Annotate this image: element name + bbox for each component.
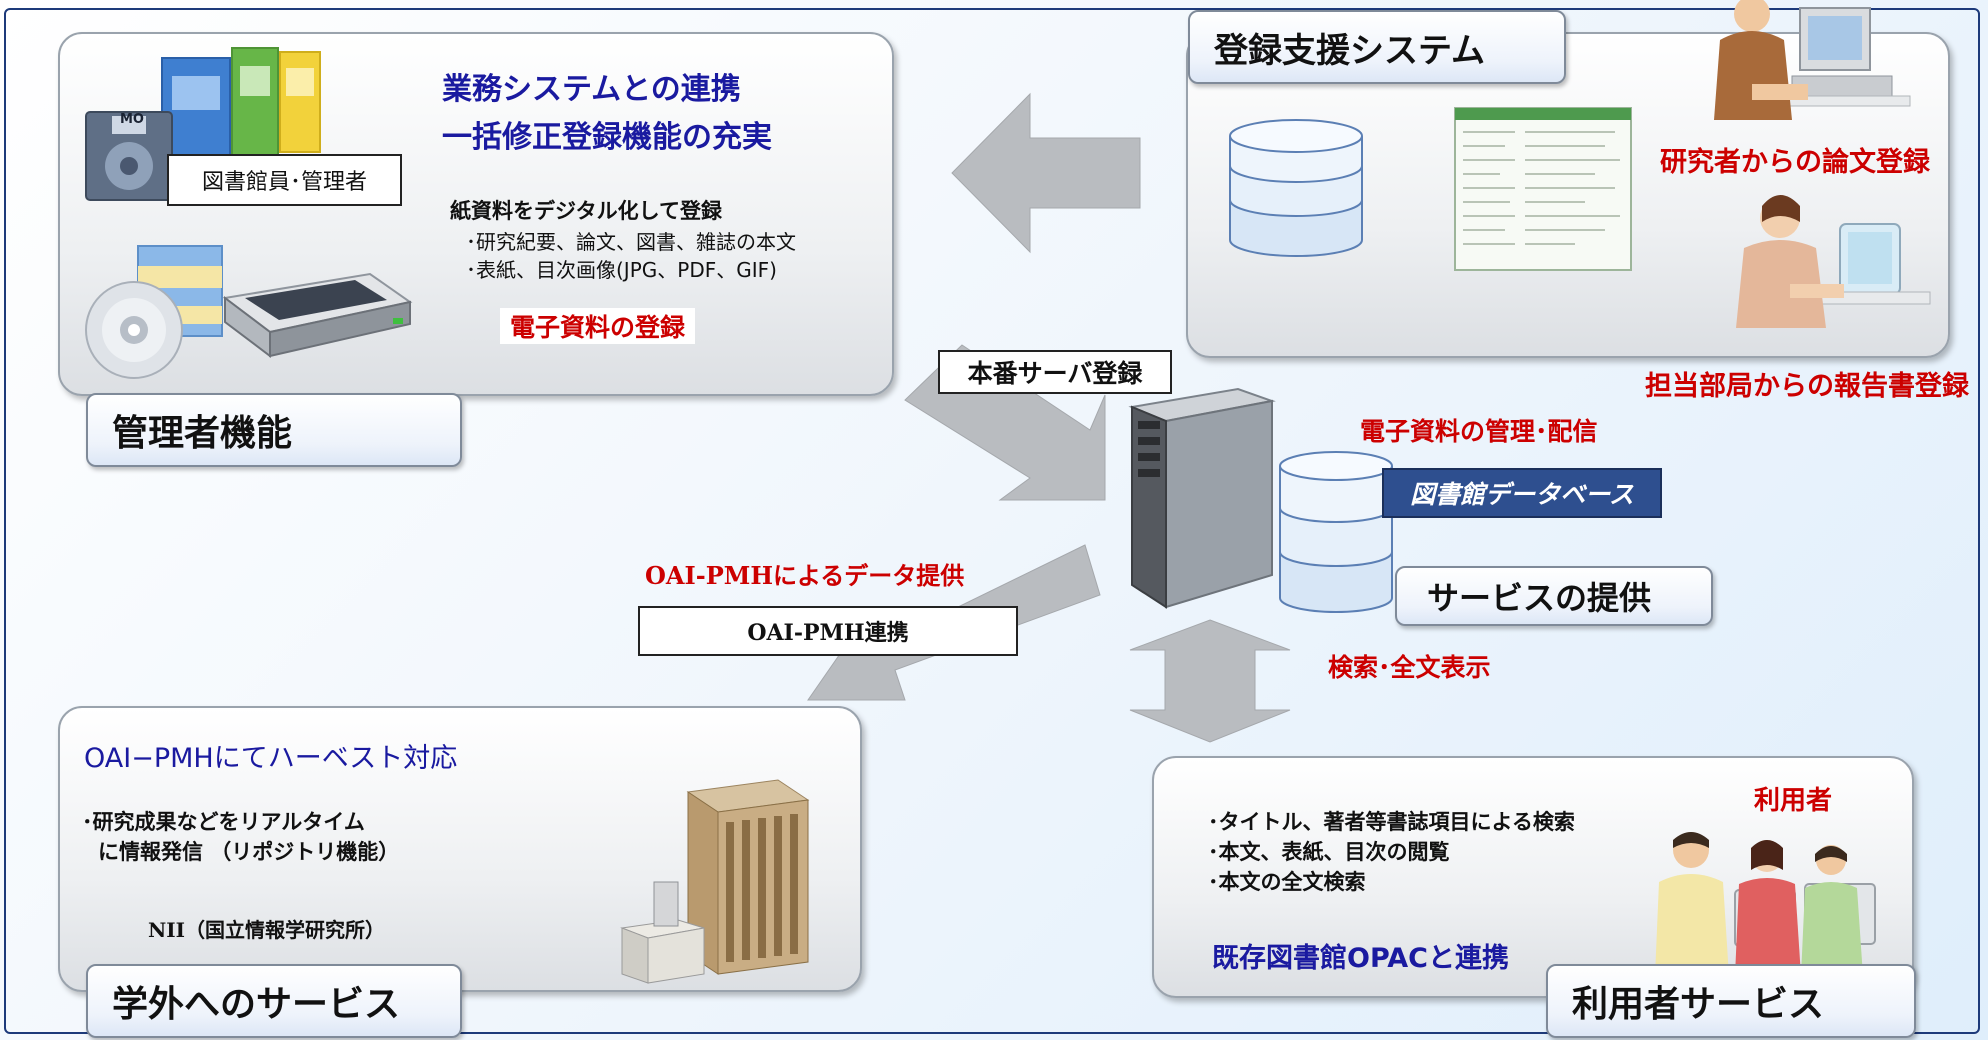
- user-bullet-2: ･本文、表紙、目次の閲覧: [1208, 840, 1450, 864]
- library-database-label: 図書館データベース: [1382, 468, 1662, 518]
- external-tab: 学外へのサービス: [86, 964, 462, 1038]
- service-tab: サービスの提供: [1395, 566, 1713, 626]
- staff-figure: [1736, 195, 1931, 328]
- user-caption: 利用者: [1754, 786, 1833, 816]
- external-bullet-2: に情報発信 （リポジトリ機能）: [98, 840, 400, 864]
- oai-data-caption: OAI-PMHによるデータ提供: [645, 561, 965, 590]
- registration-tab: 登録支援システム: [1188, 10, 1566, 84]
- register-label: 電子資料の登録: [500, 308, 696, 344]
- nii-label: NII（国立情報学研究所）: [148, 918, 385, 942]
- department-caption: 担当部局からの報告書登録: [1645, 371, 1969, 402]
- manage-caption: 電子資料の管理･配信: [1360, 417, 1598, 446]
- library-database-icon: [1279, 451, 1393, 613]
- user-tab: 利用者サービス: [1546, 964, 1916, 1038]
- university-building-icon: [620, 779, 810, 984]
- opac-caption: 既存図書館OPACと連携: [1212, 943, 1509, 974]
- scanner-icon: [222, 272, 413, 359]
- web-form-screenshot: [1454, 107, 1632, 271]
- binder-icon: [161, 47, 321, 171]
- user-bullet-1: ･タイトル、著者等書誌項目による検索: [1208, 810, 1575, 834]
- user-bullet-3: ･本文の全文検索: [1208, 870, 1366, 894]
- researcher-figure: [1714, 0, 1911, 120]
- mo-label: MO: [120, 112, 144, 127]
- admin-heading-2: 一括修正登録機能の充実: [442, 120, 772, 155]
- admin-heading-1: 業務システムとの連携: [442, 72, 741, 107]
- librarian-label: 図書館員･管理者: [167, 154, 402, 206]
- researcher-caption: 研究者からの論文登録: [1660, 147, 1930, 178]
- users-group-figure: [1655, 832, 1876, 976]
- external-bullet-1: ･研究成果などをリアルタイム: [82, 810, 365, 834]
- cd-icon: [85, 281, 183, 379]
- oai-link-label: OAI-PMH連携: [638, 606, 1018, 656]
- diagram-frame: [4, 8, 1980, 1034]
- external-heading: OAI−PMHにてハーベスト対応: [84, 743, 458, 774]
- admin-tab: 管理者機能: [86, 393, 462, 467]
- database-icon: [1229, 119, 1363, 257]
- search-caption: 検索･全文表示: [1328, 653, 1491, 682]
- server-icon: [1128, 387, 1276, 609]
- admin-bullet-2: ･表紙、目次画像(JPG、PDF、GIF): [466, 258, 777, 282]
- admin-bullet-1: ･研究紀要、論文、図書、雑誌の本文: [466, 230, 796, 254]
- production-server-label: 本番サーバ登録: [938, 350, 1172, 394]
- paper-title: 紙資料をデジタル化して登録: [450, 199, 722, 223]
- mo-disk-icon: [85, 111, 173, 201]
